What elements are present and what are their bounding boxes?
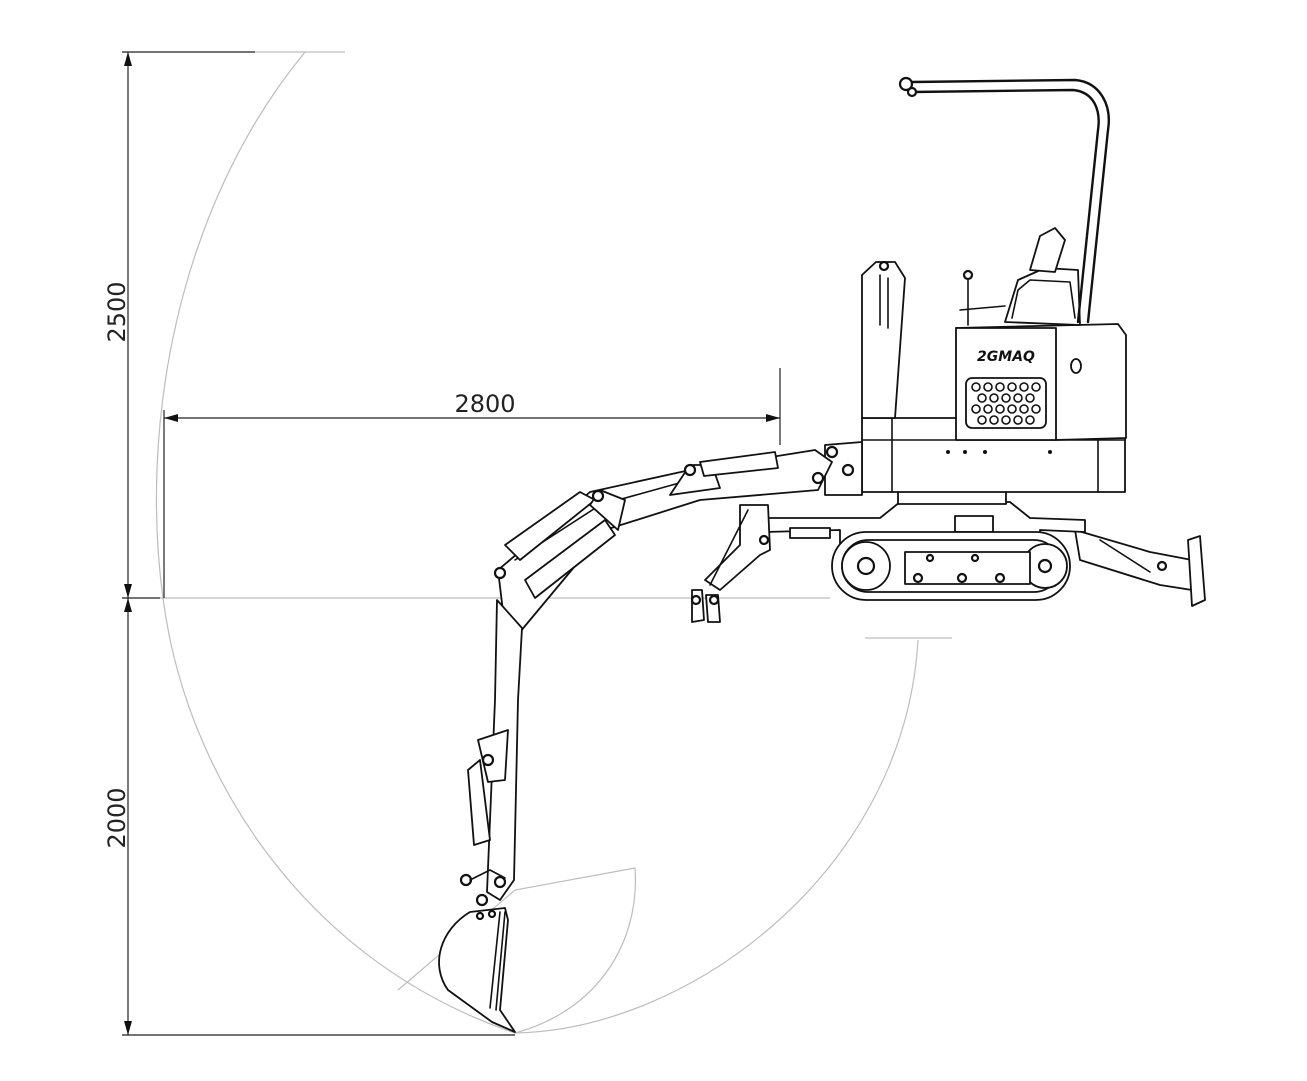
reach-dimension-label: 2800 [454, 390, 515, 418]
dimension-lines [122, 51, 781, 1036]
depth-dimension-label: 2000 [103, 787, 131, 848]
height-dimension-label: 2500 [103, 281, 131, 342]
bucket [438, 907, 516, 1033]
control-tower [861, 260, 906, 419]
brand-logo-text: 2GMAQ [977, 349, 1035, 365]
stick-arm [459, 599, 523, 907]
engine-cover: 2GMAQ [955, 323, 1127, 441]
engine-vent-grille [965, 377, 1047, 429]
dozer-blade [1074, 529, 1206, 607]
boom [493, 445, 839, 637]
excavator: 2GMAQ [438, 76, 1206, 1033]
operator-seat [959, 227, 1081, 326]
front-cylinder-attachment [690, 504, 771, 623]
rops-roll-bar [898, 76, 1110, 324]
crawler-track [764, 501, 1086, 601]
